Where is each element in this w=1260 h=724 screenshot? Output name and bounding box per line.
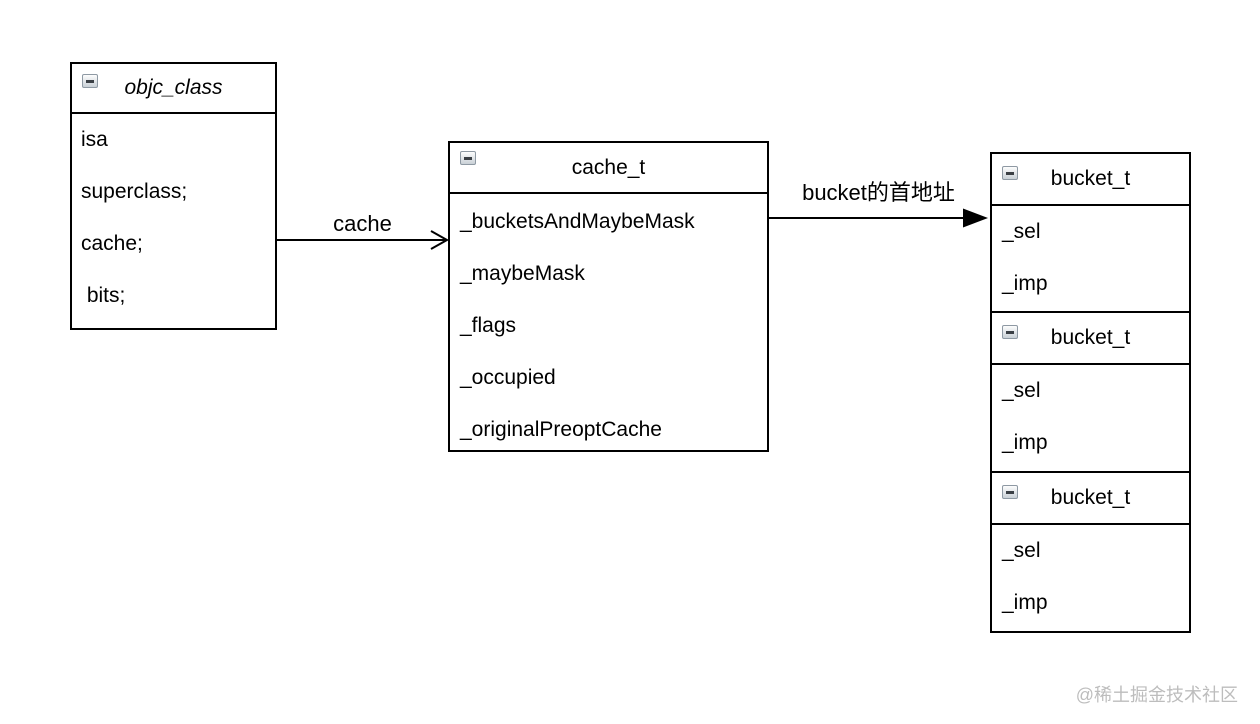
arrow-label-bucket-address: bucket的首地址 [802,180,955,205]
class-box-cache-t: cache_t _bucketsAndMaybeMask _maybeMask … [448,141,769,452]
collapse-minus-icon[interactable] [460,151,476,165]
box-title: cache_t [571,155,646,179]
field-sel: _sel [1002,539,1041,562]
field-imp: _imp [1002,591,1048,614]
field-superclass: superclass; [81,180,188,203]
field-imp: _imp [1002,431,1048,454]
field-sel: _sel [1002,379,1041,402]
field-imp: _imp [1002,272,1048,295]
field-sel: _sel [1002,220,1041,243]
arrow-label-cache: cache [333,211,392,236]
collapse-minus-icon[interactable] [1002,325,1018,339]
box-title: bucket_t [1050,326,1131,349]
objc-class-header: objc_class [72,64,275,114]
field-bits: bits; [81,284,126,307]
cache-t-header: cache_t [450,143,767,194]
box-title: bucket_t [1050,486,1131,509]
objc-class-body: isa superclass; cache; bits; [72,114,275,322]
collapse-minus-icon[interactable] [82,74,98,88]
bucket-t-1-header: bucket_t [992,154,1189,206]
class-box-objc-class: objc_class isa superclass; cache; bits; [70,62,277,330]
field-buckets-and-maybe-mask: _bucketsAndMaybeMask [460,210,695,233]
collapse-minus-icon[interactable] [1002,485,1018,499]
arrow-bucket-address [769,208,988,228]
field-flags: _flags [460,314,517,337]
watermark-juejin: @稀土掘金技术社区 [1075,685,1238,705]
field-original-preopt-cache: _originalPreoptCache [460,418,662,441]
field-occupied: _occupied [460,366,556,389]
field-isa: isa [81,128,108,151]
bucket-t-1-body: _sel _imp [992,206,1189,310]
class-box-bucket-t-2: bucket_t _sel _imp [990,311,1191,473]
cache-t-body: _bucketsAndMaybeMask _maybeMask _flags _… [450,194,767,456]
box-title: objc_class [124,76,223,99]
bucket-t-3-header: bucket_t [992,473,1189,525]
collapse-minus-icon[interactable] [1002,166,1018,180]
bucket-t-2-body: _sel _imp [992,365,1189,469]
class-box-bucket-t-1: bucket_t _sel _imp [990,152,1191,313]
class-box-bucket-t-3: bucket_t _sel _imp [990,471,1191,633]
bucket-t-3-body: _sel _imp [992,525,1189,629]
field-cache: cache; [81,232,143,255]
field-maybe-mask: _maybeMask [460,262,585,285]
bucket-t-2-header: bucket_t [992,313,1189,365]
box-title: bucket_t [1050,167,1131,190]
